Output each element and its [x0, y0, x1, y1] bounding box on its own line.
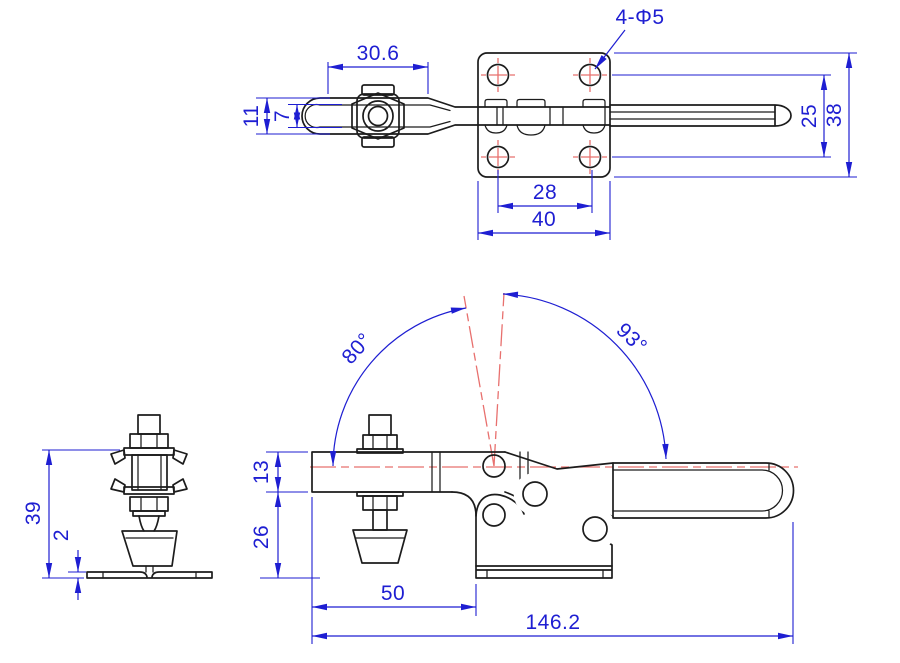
front-view-dimensions: 13 26 50 146.2 80° 93°: [250, 291, 794, 644]
washer-wing: [172, 478, 188, 493]
hex-nut-side: [129, 433, 169, 449]
pivot-pin: [482, 503, 506, 527]
top-view-geometry: [301, 52, 792, 178]
front-view: 13 26 50 146.2 80° 93°: [250, 291, 798, 644]
handle-rod-inner: [609, 111, 776, 120]
link-arm-fill: [513, 472, 617, 551]
hex-nut-plan: [351, 92, 405, 140]
top-view-dimensions: 30.6 4-Φ5 11 7 28 40 25 38: [240, 6, 857, 240]
angle-arc-80: [329, 307, 467, 467]
mounting-hole: [486, 145, 510, 169]
rubber-pad-side: [121, 530, 178, 567]
dim-base-width: 40: [532, 208, 556, 231]
washer-wing: [110, 449, 126, 465]
dim-height-below-bar: 26: [250, 525, 273, 549]
front-view-centermarks: [310, 292, 798, 468]
dim-overall-length: 146.2: [525, 611, 580, 634]
mounting-hole: [578, 63, 602, 87]
mounting-hole: [486, 63, 510, 87]
handle-grip-outer: [612, 462, 795, 519]
dim-overall-height: 39: [22, 501, 45, 525]
mounting-hole: [578, 145, 602, 169]
link-pin: [582, 516, 608, 542]
dim-lever-length: 30.6: [357, 42, 400, 65]
clamp-bar: [311, 451, 506, 493]
top-view-centermarks: [481, 58, 607, 174]
u-bar-outline: [301, 97, 479, 135]
washer-wing: [110, 478, 126, 493]
dim-flange-thickness: 2: [50, 529, 73, 541]
top-view: 30.6 4-Φ5 11 7 28 40 25 38: [240, 6, 857, 240]
angle-arc-93: [502, 291, 669, 460]
base-flange-side: [86, 571, 213, 579]
spindle-circle: [362, 100, 394, 132]
bar-cross-section: [131, 454, 168, 491]
u-bar-slot: [304, 103, 451, 129]
washer-tab: [361, 84, 395, 96]
mounting-plate: [477, 52, 611, 178]
washer-tab: [361, 136, 395, 148]
spindle-bore: [367, 105, 389, 127]
hex-nut-side: [129, 496, 169, 512]
spindle-washer-plan: [356, 93, 400, 139]
dim-bar-overhang: 50: [381, 582, 405, 605]
dim-bar-outer-width: 11: [240, 105, 263, 128]
side-view-geometry: [86, 414, 213, 579]
rubber-pad: [352, 529, 408, 564]
dim-hole-pitch-depth: 25: [798, 104, 821, 128]
dim-mounting-holes: 4-Φ5: [615, 6, 664, 29]
handle-grip-inner: [612, 462, 784, 519]
linkage-tabs-bottom: [484, 124, 606, 136]
handle-rod-plan: [609, 104, 792, 127]
linkage-tabs-top: [484, 98, 606, 108]
front-view-geometry: [311, 414, 795, 579]
linkage-bar: [477, 106, 611, 126]
linkage-joints: [496, 106, 606, 126]
body-left-edge: [451, 491, 477, 567]
dim-handle-travel-angle: 93°: [612, 318, 652, 358]
washer-wing: [172, 449, 188, 465]
bar-joints: [431, 451, 529, 493]
dim-base-depth: 38: [823, 103, 846, 127]
wing-washer: [123, 447, 175, 456]
link-pin: [522, 481, 548, 507]
pivot-pin: [482, 454, 506, 478]
base-slots: [486, 569, 604, 579]
side-view-dimensions: 39 2: [22, 449, 120, 600]
dim-hole-pitch-width: 28: [533, 181, 557, 204]
spindle-collar: [132, 510, 166, 517]
side-view: 39 2: [22, 414, 213, 600]
dim-bar-section-height: 13: [250, 460, 273, 484]
spindle-neck: [138, 515, 160, 532]
dim-bar-inner-width: 7: [271, 110, 294, 122]
clamp-spindle-front: [352, 414, 408, 564]
spindle-top-stub: [137, 414, 161, 435]
base-plate-front: [475, 565, 613, 579]
